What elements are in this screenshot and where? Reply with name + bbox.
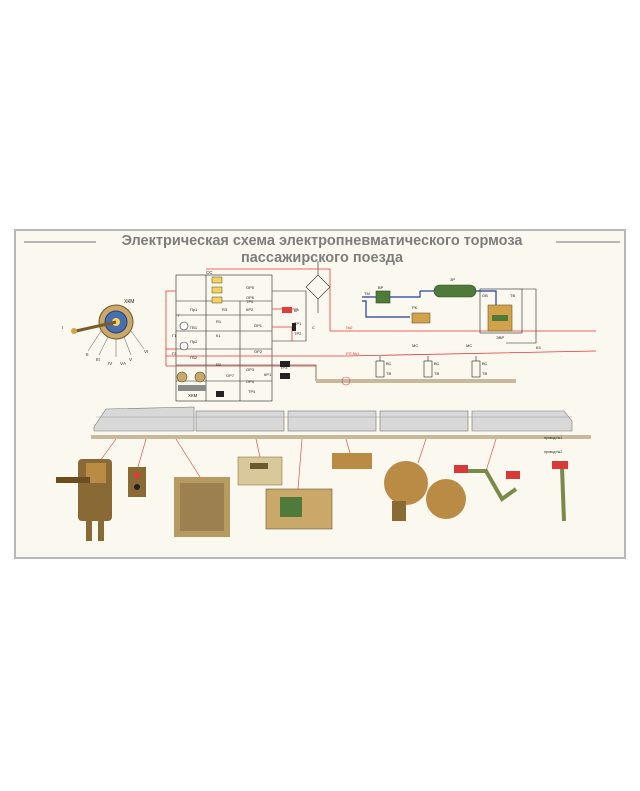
label-g: Г	[178, 313, 181, 318]
label-controller-pos-4: IV	[108, 361, 112, 366]
label-vp: ВР	[378, 285, 384, 290]
label-controller-bottom: ХКМ	[188, 393, 198, 398]
label-controller: ХКМ	[124, 299, 134, 305]
label-cc: СС	[206, 270, 213, 275]
label-op5: ОР5	[246, 285, 255, 290]
label-op4: ОР4	[246, 379, 255, 384]
label-r1: R1	[216, 319, 222, 324]
label-mc2: МС	[466, 343, 472, 348]
label-pr2: Пр2	[190, 339, 198, 344]
label-kr3: КР	[294, 308, 299, 313]
label-ep: ЭВР	[496, 335, 505, 340]
label-controller-pos-1: I	[62, 325, 63, 330]
label-k1: К1	[216, 333, 221, 338]
label-ov: ОВ	[482, 293, 488, 298]
label-op3: ОР3	[246, 367, 255, 372]
electrical-circuit	[175, 261, 331, 402]
label-wire-a: провод №1	[544, 436, 562, 440]
label-op7: ОР7	[226, 373, 235, 378]
label-g1: Г1	[172, 333, 177, 338]
label-op2: ОР2	[254, 349, 263, 354]
label-pr1: Пр1	[190, 307, 198, 312]
label-tv2: ТВ	[434, 371, 439, 376]
label-mc1: МС	[412, 343, 418, 348]
label-op1: ОР1	[254, 323, 263, 328]
label-controller-pos-6: VI	[144, 349, 148, 354]
label-k3: К3	[536, 345, 541, 350]
label-kr2: КР2	[246, 307, 254, 312]
train	[91, 406, 591, 439]
label-gv2: ГВ2	[190, 355, 198, 360]
relay-block-picture	[265, 488, 333, 530]
relay-box-picture	[237, 456, 283, 486]
label-r2: R2	[216, 362, 222, 367]
label-tv1: ТВ	[386, 371, 391, 376]
label-controller-pos-5: V	[129, 357, 132, 362]
upper-rail	[316, 379, 516, 383]
power-block-picture	[174, 477, 230, 537]
label-rp1: РП №1	[346, 351, 360, 356]
label-tm: ТМ	[364, 291, 370, 296]
label-zr: ЗР	[450, 277, 455, 282]
title-line-1: Электрическая схема электропневматическо…	[121, 233, 523, 249]
label-rk: РК	[412, 305, 418, 310]
label-tp2: ТР2	[294, 331, 302, 336]
terminal-box-picture	[332, 453, 372, 469]
title-rule-left	[24, 241, 96, 243]
pneumatic-section	[362, 284, 537, 344]
picture-link-lines	[99, 438, 497, 490]
label-vc3: ВС	[482, 361, 488, 366]
label-controller-pos-2: II	[86, 352, 89, 357]
switch-box-picture	[128, 467, 146, 497]
crane-valve-picture	[56, 459, 112, 541]
controller-dial	[71, 304, 145, 357]
label-no2: №2	[346, 325, 353, 330]
circuit-red-wires	[165, 268, 597, 367]
label-tp5: ТР5	[246, 299, 254, 304]
label-gv1: ГВ1	[190, 325, 198, 330]
label-g2: Г2	[172, 351, 177, 356]
title-line-2: пассажирского поезда	[240, 250, 404, 266]
label-kr1: КР1	[264, 372, 272, 377]
label-r3: R3	[222, 307, 228, 312]
label-tv: ТВ	[510, 293, 515, 298]
label-controller-pos-3: III	[96, 357, 100, 362]
label-tp1: ТР1	[294, 321, 302, 326]
label-vc2: ВС	[434, 361, 440, 366]
rail-coils	[375, 356, 481, 378]
label-tv3: ТВ	[482, 371, 487, 376]
label-tp3: ТР3	[280, 365, 288, 370]
title-rule-right	[556, 241, 620, 243]
label-op6: ОР6	[246, 295, 255, 300]
label-vc1: ВС	[386, 361, 392, 366]
label-controller-pos-7: VА	[120, 361, 126, 366]
label-wire-b: провод №2	[544, 450, 562, 454]
circuit-elements	[176, 276, 296, 397]
hose-connectors-picture	[454, 461, 568, 522]
label-c: С	[312, 325, 315, 330]
diagram-canvas: ХКМ I II III IV V VI VА	[56, 261, 597, 541]
poster-panel: Электрическая схема электропневматическо…	[14, 229, 626, 559]
label-tp4: ТР4	[248, 389, 256, 394]
air-valve-picture	[384, 461, 466, 521]
